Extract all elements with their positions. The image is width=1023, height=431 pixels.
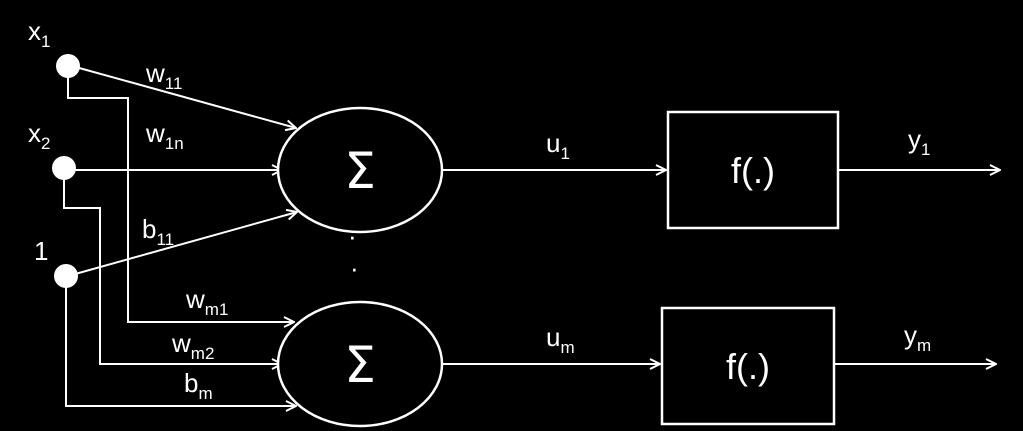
label-u1: u1 — [546, 128, 570, 163]
label-w1n: w1n — [145, 118, 184, 153]
label-um: um — [546, 322, 575, 357]
label-bm: bm — [184, 368, 213, 403]
activation-label-1: f(.) — [731, 150, 775, 191]
activation-box-m — [660, 306, 836, 426]
wire-x1-sum1 — [71, 65, 296, 128]
wire-bias-sum1 — [67, 212, 297, 277]
sigma-symbol-1: Σ — [344, 142, 376, 200]
wire-x1-summ — [67, 66, 294, 322]
activation-label-m: f(.) — [726, 346, 770, 387]
ellipsis-dot-2: · — [350, 253, 359, 283]
input-node-x1 — [56, 54, 80, 78]
input-node-bias — [54, 264, 78, 288]
wire-bias-summ — [65, 276, 296, 406]
label-ym: ym — [904, 320, 931, 355]
sigma-symbol-m: Σ — [344, 336, 376, 394]
label-wm2: wm2 — [171, 328, 214, 363]
input-node-x2 — [52, 156, 76, 180]
label-wm1: wm1 — [185, 284, 228, 319]
label-w11: w11 — [145, 58, 182, 93]
wire-x2-summ — [63, 170, 282, 364]
label-bias-input: 1 — [34, 236, 48, 266]
label-x2: x2 — [28, 118, 50, 153]
ellipsis-dot-1: · — [348, 221, 357, 251]
label-b11: b11 — [142, 214, 174, 249]
label-x1: x1 — [28, 16, 50, 51]
input-wires — [63, 65, 297, 406]
label-y1: y1 — [908, 124, 930, 159]
